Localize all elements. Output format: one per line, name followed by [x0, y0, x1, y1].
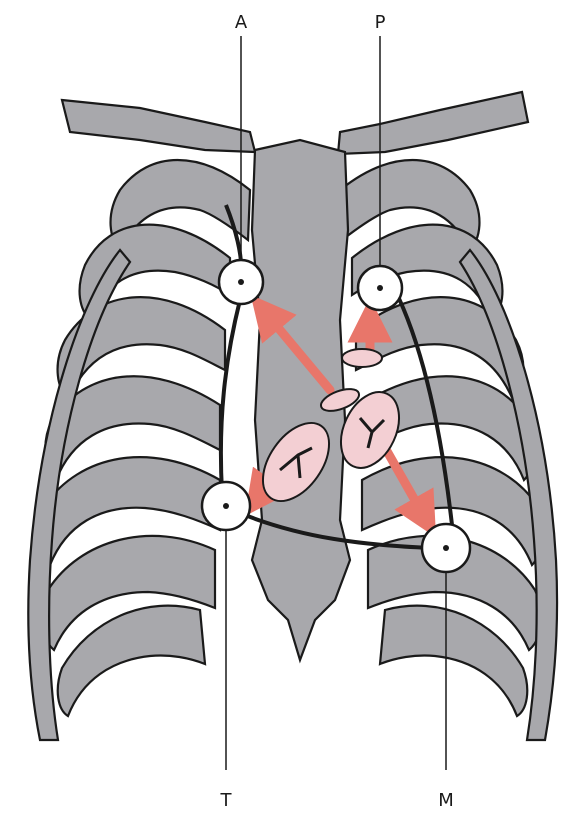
right-rib-7 [380, 606, 527, 716]
pulmonary-point-dot [377, 285, 383, 291]
aortic-point-dot [238, 279, 244, 285]
label-a: A [235, 12, 248, 33]
label-p: P [375, 12, 386, 33]
label-m: M [438, 790, 454, 811]
right-clavicle [338, 92, 528, 154]
mitral-point-dot [443, 545, 449, 551]
left-clavicle [62, 100, 255, 152]
ribcage [28, 92, 557, 740]
label-t: T [220, 790, 233, 811]
pulmonary-valve-shape [342, 349, 382, 367]
tricuspid-point-dot [223, 503, 229, 509]
left-rib-7 [58, 606, 205, 716]
